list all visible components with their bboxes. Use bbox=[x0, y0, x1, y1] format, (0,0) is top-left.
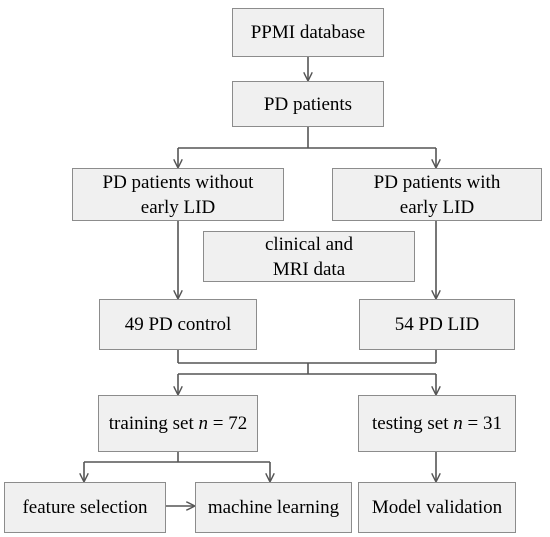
training-set-box: training set n = 72 bbox=[98, 395, 258, 452]
pd-without-lid-line2: early LID bbox=[140, 196, 216, 218]
pd-with-lid-line1: PD patients with bbox=[373, 171, 501, 193]
ppmi-database-box: PPMI database bbox=[232, 8, 384, 57]
pd-lid-box: 54 PD LID bbox=[359, 299, 515, 350]
machine-learning-label: machine learning bbox=[207, 497, 340, 518]
ppmi-database-label: PPMI database bbox=[250, 22, 366, 43]
clinical-mri-data-box: clinical and MRI data bbox=[203, 231, 415, 282]
model-validation-box: Model validation bbox=[358, 482, 516, 533]
model-validation-label: Model validation bbox=[371, 497, 503, 518]
pd-without-lid-box: PD patients without early LID bbox=[72, 168, 284, 221]
machine-learning-box: machine learning bbox=[195, 482, 352, 533]
testing-set-box: testing set n = 31 bbox=[358, 395, 516, 452]
clinical-mri-line2: MRI data bbox=[272, 258, 346, 280]
pd-without-lid-line1: PD patients without bbox=[102, 171, 254, 193]
pd-lid-label: 54 PD LID bbox=[394, 314, 480, 335]
pd-with-lid-box: PD patients with early LID bbox=[332, 168, 542, 221]
feature-selection-box: feature selection bbox=[4, 482, 166, 533]
pd-with-lid-line2: early LID bbox=[399, 196, 475, 218]
pd-patients-label: PD patients bbox=[263, 93, 353, 115]
feature-selection-label: feature selection bbox=[22, 497, 148, 518]
pd-control-label: 49 PD control bbox=[124, 314, 232, 335]
testing-set-label: testing set n = 31 bbox=[372, 413, 502, 434]
pd-control-box: 49 PD control bbox=[99, 299, 257, 350]
training-set-label: training set n = 72 bbox=[108, 413, 248, 434]
clinical-mri-line1: clinical and bbox=[264, 233, 354, 255]
pd-patients-box: PD patients bbox=[232, 81, 384, 127]
